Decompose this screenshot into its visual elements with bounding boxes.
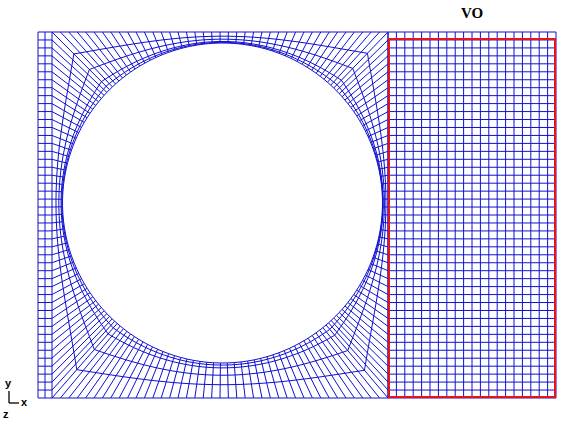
mesh-line xyxy=(316,32,346,73)
mesh-line xyxy=(388,175,556,176)
mesh-line xyxy=(388,262,556,263)
mesh-line xyxy=(388,143,556,144)
mesh-line xyxy=(388,310,556,311)
mesh-line xyxy=(62,42,383,365)
mesh-line xyxy=(388,183,556,184)
mesh-line xyxy=(327,32,371,82)
mesh-line xyxy=(388,151,556,152)
axis-label: z xyxy=(3,408,9,421)
region-box: VO xyxy=(388,4,556,22)
axis-label: x xyxy=(21,396,27,409)
mesh-line xyxy=(388,318,556,319)
mesh-line xyxy=(295,346,321,398)
mesh-line xyxy=(52,311,104,359)
mesh-line xyxy=(388,79,556,80)
mesh-line xyxy=(128,347,153,398)
mesh-line xyxy=(388,215,556,216)
mesh-line xyxy=(388,302,556,303)
mesh-line xyxy=(388,63,556,64)
axis-label: y xyxy=(5,377,11,390)
mesh-line xyxy=(388,47,556,48)
mesh-line xyxy=(388,111,556,112)
mesh-line xyxy=(388,350,556,351)
mesh-line xyxy=(61,41,383,367)
mesh-line xyxy=(52,56,101,99)
mesh-line xyxy=(388,366,556,367)
mesh-line xyxy=(388,390,556,391)
axis-line xyxy=(9,402,19,403)
mesh-line xyxy=(52,321,115,390)
mesh-line xyxy=(388,127,556,128)
mesh-line xyxy=(388,55,556,56)
region-label: VO xyxy=(388,4,556,22)
mesh-line xyxy=(388,238,556,239)
mesh-line xyxy=(324,32,363,79)
mesh-line xyxy=(339,48,388,94)
mesh-line xyxy=(388,382,556,383)
mesh-line xyxy=(45,32,46,398)
axis-line xyxy=(8,391,9,403)
mesh-line xyxy=(52,48,104,95)
mesh-line xyxy=(388,199,556,200)
mesh-line xyxy=(388,246,556,247)
mesh-line xyxy=(111,342,143,398)
mesh-line xyxy=(38,32,39,398)
mesh-line xyxy=(388,230,556,231)
mesh-line xyxy=(52,72,96,106)
mesh-line xyxy=(388,135,556,136)
mesh-line xyxy=(345,64,388,100)
mesh-line xyxy=(60,326,120,398)
mesh-line xyxy=(52,314,107,367)
mesh-line xyxy=(388,95,556,96)
mesh-line xyxy=(52,80,93,110)
mesh-line xyxy=(388,103,556,104)
mesh-line xyxy=(348,302,388,334)
mesh-line xyxy=(388,119,556,120)
mesh-line xyxy=(52,297,93,327)
mesh-line xyxy=(388,358,556,359)
mesh-line xyxy=(388,191,556,192)
mesh-line xyxy=(348,72,388,104)
mesh-line xyxy=(59,39,385,375)
mesh-line xyxy=(388,207,556,208)
mesh-line xyxy=(52,32,388,398)
mesh-line xyxy=(94,32,126,75)
mesh-line xyxy=(388,270,556,271)
mesh-line xyxy=(388,326,556,327)
mesh-line xyxy=(299,343,329,398)
mesh-line xyxy=(388,278,556,279)
mesh-line xyxy=(320,32,354,76)
mesh-line xyxy=(308,338,346,398)
mesh-line xyxy=(320,330,372,398)
mesh-line xyxy=(388,342,556,343)
mesh-line xyxy=(388,71,556,72)
mesh-line xyxy=(388,222,556,223)
mesh-line xyxy=(329,323,388,390)
mesh-line xyxy=(63,43,383,363)
mesh-line xyxy=(388,87,556,88)
mesh-line xyxy=(86,32,123,78)
mesh-line xyxy=(388,167,556,168)
mesh-line xyxy=(52,301,96,335)
mesh-line xyxy=(388,254,556,255)
mesh-line xyxy=(388,286,556,287)
mesh-line xyxy=(388,374,556,375)
mesh-line xyxy=(312,336,354,398)
mesh-line xyxy=(388,334,556,335)
mesh-line xyxy=(388,159,556,160)
mesh-line xyxy=(388,32,556,33)
mesh-line xyxy=(56,36,386,385)
mesh-line xyxy=(326,325,388,398)
mesh-line xyxy=(388,294,556,295)
region-outline xyxy=(388,38,556,398)
